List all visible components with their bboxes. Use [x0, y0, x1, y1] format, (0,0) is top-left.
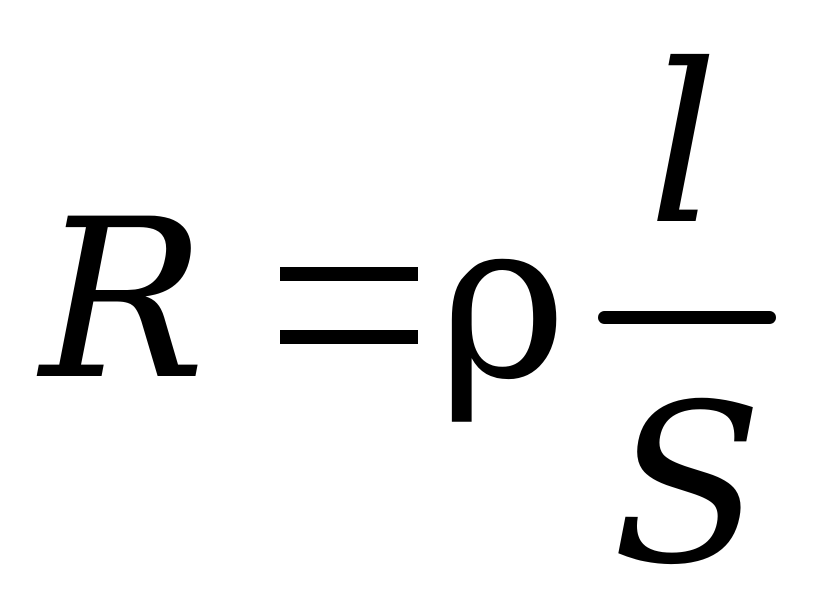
- fraction-bar: [598, 311, 776, 324]
- area-symbol: S: [612, 357, 763, 613]
- length-symbol: l: [648, 17, 719, 273]
- equals-sign-top-bar: [280, 267, 418, 281]
- resistivity-symbol: ρ: [438, 172, 568, 428]
- equals-sign-bottom-bar: [280, 330, 418, 344]
- resistance-symbol: R: [40, 172, 206, 428]
